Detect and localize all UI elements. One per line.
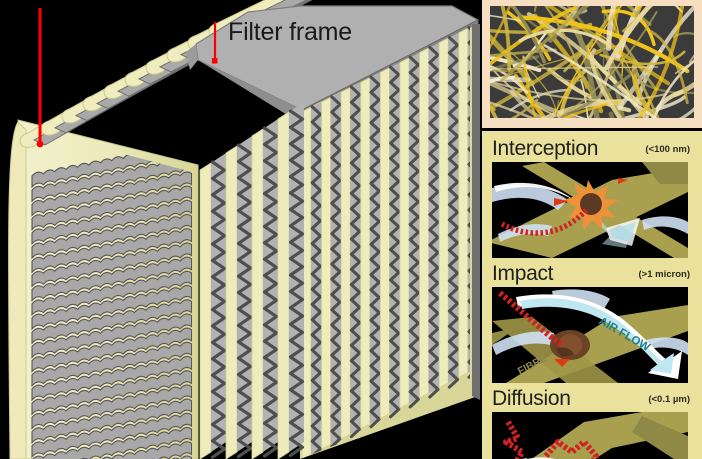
pleated-filter-illustration: Filter frame: [7, 0, 480, 459]
mechanism-interception-size: (<100 nm): [645, 144, 690, 155]
mechanism-diffusion-title: Diffusion: [492, 387, 571, 410]
mechanism-impact-size: (>1 micron): [638, 269, 690, 280]
right-column: Interception (<100 nm): [480, 0, 702, 459]
fibre-micrograph-image: [490, 6, 694, 118]
mechanism-impact-header: Impact (>1 micron): [492, 260, 694, 287]
filter-right-edge-shadow: [472, 24, 480, 400]
impact-svg: AIR FLOW FIBRE: [492, 287, 688, 383]
filter-frame-label: Filter frame: [228, 18, 353, 46]
mechanism-diffusion: Diffusion (<0.1 µm): [492, 385, 694, 459]
mechanism-interception-illustration: [492, 162, 688, 258]
fibre-micrograph-svg: [490, 6, 694, 118]
mechanism-impact-illustration: AIR FLOW FIBRE: [492, 287, 688, 383]
mechanism-diffusion-illustration: [492, 412, 688, 459]
pointer-filter-frame: [212, 22, 218, 64]
filter-3d-svg: [7, 0, 480, 459]
impact-airflow-arrow: [516, 294, 682, 379]
mechanism-impact: Impact (>1 micron): [492, 260, 694, 383]
mechanism-diffusion-header: Diffusion (<0.1 µm): [492, 385, 694, 412]
impact-trajectory: [498, 290, 564, 348]
mechanism-diffusion-size: (<0.1 µm): [648, 394, 690, 405]
filter-left-face: [7, 119, 199, 459]
diffusion-svg: [492, 412, 688, 459]
middle-pleat-columns: [199, 102, 305, 459]
left-face-corrugations: [31, 142, 192, 459]
diffusion-trajectory: [503, 420, 599, 459]
filter-right-face: [300, 22, 478, 459]
mechanism-interception: Interception (<100 nm): [492, 135, 694, 258]
micrograph-panel: [482, 0, 702, 128]
impact-particle: [550, 330, 590, 360]
mechanism-interception-title: Interception: [492, 137, 599, 160]
pleat-nose-left: [7, 121, 27, 459]
interception-particle: [580, 193, 602, 215]
mechanism-impact-title: Impact: [492, 262, 554, 285]
pointer-filter-media: [36, 8, 44, 148]
annotation-pointers: [36, 8, 218, 148]
mechanism-interception-header: Interception (<100 nm): [492, 135, 694, 162]
right-face-pleats: [301, 22, 470, 459]
interception-svg: [492, 162, 688, 258]
capture-mechanisms-panel: Interception (<100 nm): [482, 131, 702, 459]
